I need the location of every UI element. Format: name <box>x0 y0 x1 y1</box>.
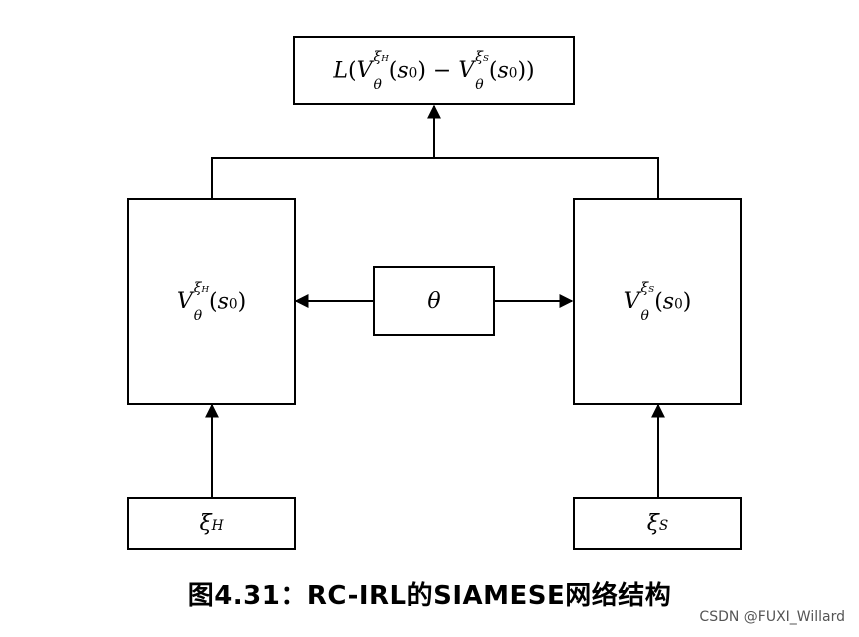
theta-box: θ <box>373 266 495 336</box>
figure-caption: 图4.31：RC-IRL的SIAMESE网络结构 <box>187 581 672 611</box>
input-label-human: ξH <box>199 511 224 536</box>
theta-label: θ <box>427 288 441 314</box>
watermark: CSDN @FUXI_Willard <box>699 609 845 625</box>
merge-line-left <box>211 157 434 199</box>
input-box-system: ξS <box>573 497 742 550</box>
input-label-system: ξS <box>646 511 669 536</box>
merge-line-right <box>434 157 659 199</box>
input-box-human: ξH <box>127 497 296 550</box>
